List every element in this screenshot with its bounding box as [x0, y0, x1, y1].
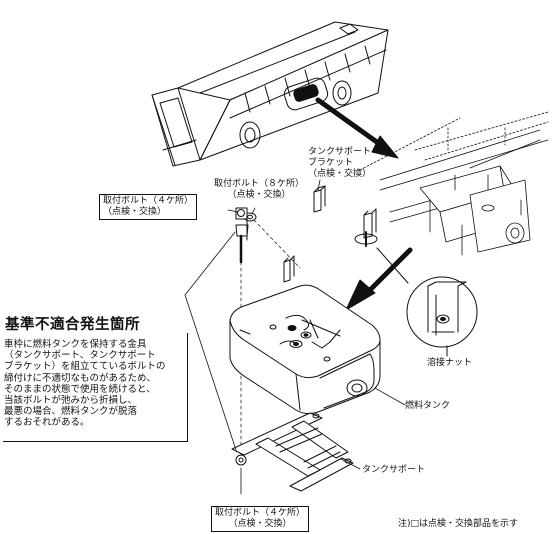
bracket-label-line1: タンクサポート: [308, 147, 372, 157]
bolt-8-label-line1: 取付ボルト（８ケ所）: [214, 179, 305, 189]
fuel-tank-label: 燃料タンク: [405, 401, 451, 411]
tank-support-label: タンクサポート: [362, 465, 426, 475]
notice-body: 車枠に燃料タンクを保持する金具 （タンクサポート、タンクサポート ブラケット）を…: [4, 339, 166, 429]
tank-support-frame: [231, 412, 354, 492]
bracket-label: タンクサポート ブラケット （点検・交換）: [308, 147, 371, 180]
leader-lines: [184, 179, 406, 495]
bolt-8-label: 取付ボルト（８ケ所） （点検・交換）: [214, 179, 304, 201]
weld-nut-detail: [376, 247, 478, 357]
bracket-label-line3: （点検・交換）: [308, 169, 372, 179]
tank-support-bracket: [283, 185, 378, 283]
bolt-4-top-label: 取付ボルト（４ケ所） （点検・交換）: [99, 194, 198, 220]
fuel-tank: [229, 284, 381, 415]
bracket-label-line2: ブラケット: [308, 158, 354, 168]
weld-nut-label: 溶接ナット: [427, 358, 473, 368]
notice-panel: [3, 333, 188, 442]
chassis-detail: [359, 111, 549, 256]
footnote: 注)□は点検・交換部品を示す: [398, 519, 519, 529]
bolt-8-label-line2: （点検・交換）: [227, 190, 291, 200]
bolt-4-top-label-line1: 取付ボルト（４ケ所）: [103, 196, 194, 206]
bolt-4-bottom-label: 取付ボルト（４ケ所） （点検・交換）: [211, 506, 310, 532]
bus-illustration: [151, 21, 389, 167]
bolt-4-bottom-label-line1: 取付ボルト（４ケ所）: [215, 508, 306, 518]
notice-title: 基準不適合発生箇所: [5, 317, 140, 333]
bolt-4-top-label-line2: （点検・交換）: [103, 207, 167, 217]
bolt-4-bottom-label-line2: （点検・交換）: [228, 519, 292, 529]
